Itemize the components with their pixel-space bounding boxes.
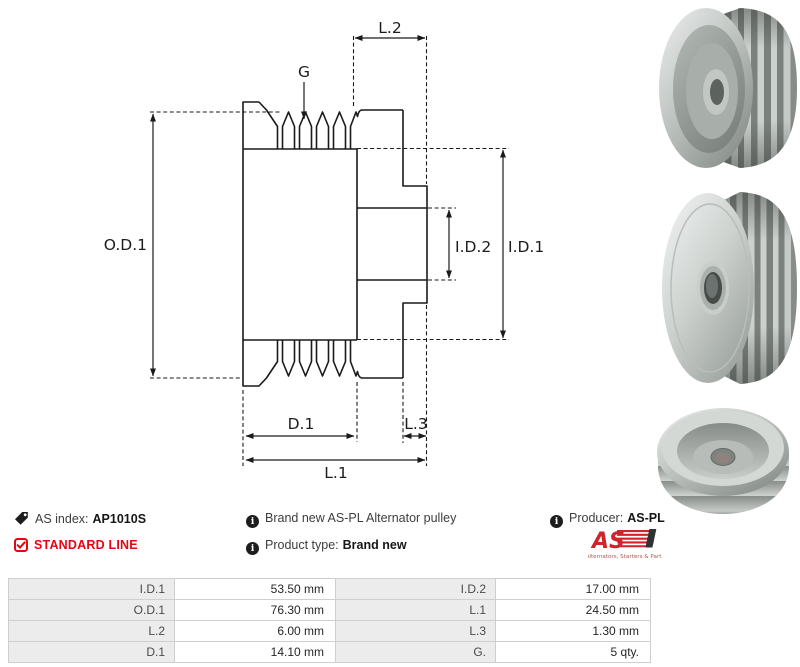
- label-l2: L.2: [378, 19, 401, 37]
- as-index-value: AP1010S: [92, 512, 147, 526]
- product-photo-top: [657, 408, 789, 514]
- logo-tagline: Alternators, Starters & Parts: [588, 554, 662, 560]
- spec-table: I.D.1 53.50 mm I.D.2 17.00 mm O.D.1 76.3…: [8, 578, 651, 663]
- spec-value-cell: 14.10 mm: [175, 642, 335, 662]
- spec-value-cell: 5 qty.: [496, 642, 650, 662]
- label-l3: L.3: [404, 415, 427, 433]
- product-type-value: Brand new: [342, 538, 407, 552]
- producer-item: i Producer:AS-PL: [550, 511, 665, 528]
- extension-lines: [150, 36, 509, 466]
- spec-key-cell: O.D.1: [9, 600, 174, 620]
- spec-key-cell: G.: [336, 642, 495, 662]
- logo-stripes: [616, 529, 657, 548]
- producer-value: AS-PL: [627, 511, 665, 525]
- as-pl-logo: AS Alternators, Starters & Parts: [586, 526, 664, 567]
- label-d1: D.1: [288, 415, 315, 433]
- standard-line-label: STANDARD LINE: [34, 538, 138, 552]
- brand-new-item: i Brand new AS-PL Alternator pulley: [246, 511, 457, 528]
- label-id1: I.D.1: [508, 238, 544, 256]
- spec-key-cell: L.1: [336, 600, 495, 620]
- standard-line-item: STANDARD LINE: [14, 538, 138, 554]
- spec-key-cell: L.2: [9, 621, 174, 641]
- product-photo-front: [662, 192, 797, 384]
- spec-value-cell: 24.50 mm: [496, 600, 650, 620]
- label-od1: O.D.1: [104, 236, 147, 254]
- tag-icon: [15, 512, 28, 525]
- logo-text: AS: [590, 529, 625, 554]
- spec-key-cell: D.1: [9, 642, 174, 662]
- spec-value-cell: 53.50 mm: [175, 579, 335, 599]
- technical-drawing: G O.D.1 L.2 I.D.2 I.D.1 D.1 L.3 L.1: [104, 19, 544, 482]
- product-type-item: i Product type:Brand new: [246, 538, 407, 555]
- producer-label: Producer:: [569, 511, 624, 525]
- info-icon: i: [246, 515, 259, 528]
- spec-value-cell: 6.00 mm: [175, 621, 335, 641]
- as-index-label: AS index:: [35, 512, 89, 526]
- spec-value-cell: 1.30 mm: [496, 621, 650, 641]
- info-icon: i: [246, 542, 259, 555]
- label-id2: I.D.2: [455, 238, 491, 256]
- as-index-item: AS index:AP1010S: [14, 511, 146, 527]
- product-photo-angled: [659, 8, 797, 168]
- spec-value-cell: 17.00 mm: [496, 579, 650, 599]
- product-type-label: Product type:: [265, 538, 339, 552]
- pulley-outline: [242, 101, 428, 387]
- checkbox-check-icon: [14, 538, 28, 552]
- label-l1: L.1: [324, 464, 347, 482]
- spec-key-cell: L.3: [336, 621, 495, 641]
- brand-new-text: Brand new AS-PL Alternator pulley: [265, 511, 457, 525]
- spec-value-cell: 76.30 mm: [175, 600, 335, 620]
- label-g: G: [298, 63, 310, 81]
- spec-key-cell: I.D.1: [9, 579, 174, 599]
- dimension-lines: [150, 35, 506, 463]
- spec-key-cell: I.D.2: [336, 579, 495, 599]
- info-icon: i: [550, 515, 563, 528]
